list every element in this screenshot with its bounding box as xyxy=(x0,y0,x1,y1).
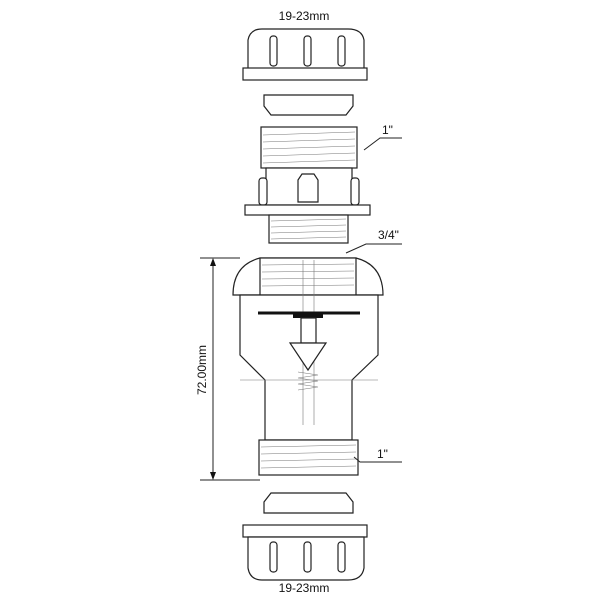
upper-thread-leader xyxy=(363,137,402,151)
height-label: 72.00mm xyxy=(195,345,209,395)
lower-thread-label: 1" xyxy=(377,447,388,461)
height-dimension xyxy=(200,257,260,481)
valve-body xyxy=(232,257,384,476)
top-gasket xyxy=(263,94,354,116)
upper-thread-label: 1" xyxy=(382,123,393,137)
bottom-size-label: 19-23mm xyxy=(279,581,330,595)
upper-threaded-connector xyxy=(244,126,371,244)
bottom-compression-nut xyxy=(242,524,368,581)
lower-thread-leader xyxy=(353,456,402,463)
top-compression-nut xyxy=(242,28,368,81)
middle-thread-leader xyxy=(345,243,402,254)
bottom-gasket xyxy=(263,492,354,514)
top-size-label: 19-23mm xyxy=(279,9,330,23)
middle-thread-label: 3/4" xyxy=(378,228,399,242)
